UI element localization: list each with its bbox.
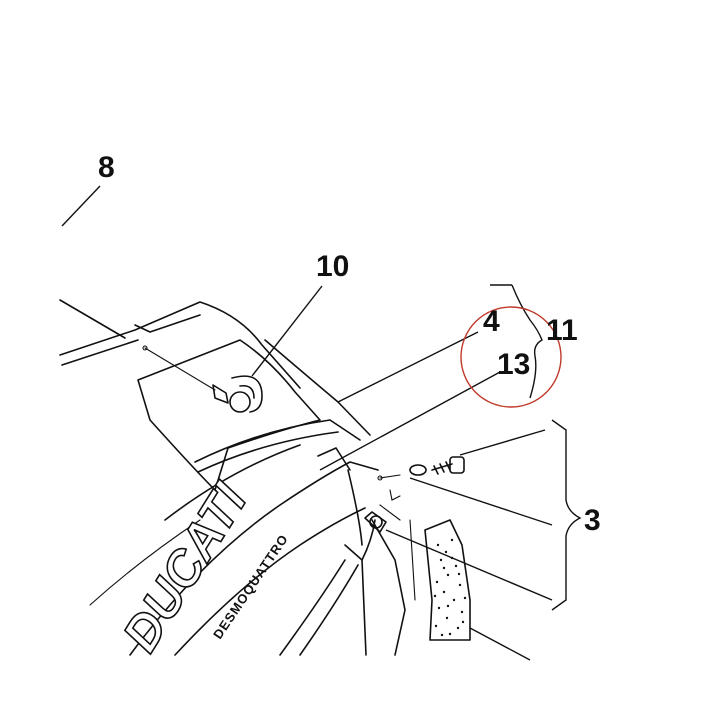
brand-decal: DUCATI xyxy=(112,473,258,661)
screw-assembly-3 xyxy=(364,456,465,533)
tail-cowl-panel: DUCATI DESMOQUATTRO xyxy=(111,447,416,662)
callout-10: 10 xyxy=(316,250,349,283)
fastener-10 xyxy=(142,345,263,413)
callout-13: 13 xyxy=(497,348,530,381)
callout-11: 11 xyxy=(546,314,578,347)
callout-8: 8 xyxy=(98,151,115,184)
leader-lines xyxy=(61,185,582,661)
seat-tail-body xyxy=(59,299,371,606)
callout-3: 3 xyxy=(584,504,601,537)
callout-labels: 8 10 4 13 11 3 xyxy=(98,151,601,537)
foam-pad xyxy=(424,519,471,641)
callout-4: 4 xyxy=(483,305,500,338)
highlight-circle xyxy=(460,306,562,408)
